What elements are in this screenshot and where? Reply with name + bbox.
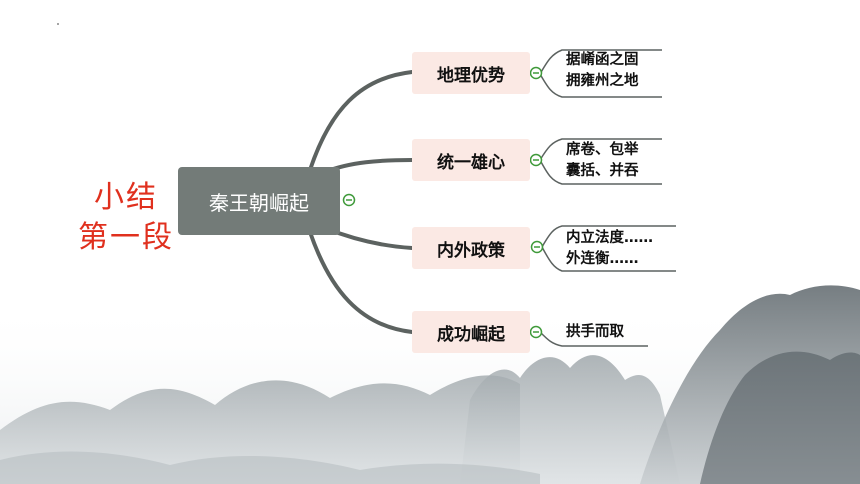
collapse-minus-icon[interactable] <box>530 240 544 254</box>
summary-title-line1: 小结 <box>94 180 158 215</box>
stray-dot <box>57 23 59 25</box>
collapse-minus-icon[interactable] <box>342 193 356 207</box>
detail-item[interactable]: 拥雍州之地 <box>566 73 639 89</box>
branch-node-geography[interactable]: 地理优势 <box>412 52 530 94</box>
detail-success: 拱手而取 <box>566 322 624 343</box>
branch-node-ambition[interactable]: 统一雄心 <box>412 139 530 181</box>
branch-node-success[interactable]: 成功崛起 <box>412 311 530 353</box>
detail-item[interactable]: 囊括、并吞 <box>566 163 639 179</box>
summary-title-line2: 第一段 <box>78 220 174 255</box>
collapse-minus-icon[interactable] <box>529 325 543 339</box>
detail-policy: 内立法度…… 外连衡…… <box>566 228 653 270</box>
collapse-minus-icon[interactable] <box>529 153 543 167</box>
detail-item[interactable]: 据崤函之固 <box>566 52 639 68</box>
detail-item[interactable]: 内立法度…… <box>566 230 653 246</box>
detail-item[interactable]: 席卷、包举 <box>566 142 639 158</box>
detail-ambition: 席卷、包举 囊括、并吞 <box>566 140 639 182</box>
detail-geography: 据崤函之固 拥雍州之地 <box>566 50 639 92</box>
detail-item[interactable]: 拱手而取 <box>566 324 624 340</box>
section-summary-title: 小结 第一段 <box>70 178 182 258</box>
detail-item[interactable]: 外连衡…… <box>566 251 639 267</box>
root-node[interactable]: 秦王朝崛起 <box>178 167 340 235</box>
branch-node-policy[interactable]: 内外政策 <box>412 227 530 269</box>
collapse-minus-icon[interactable] <box>529 66 543 80</box>
